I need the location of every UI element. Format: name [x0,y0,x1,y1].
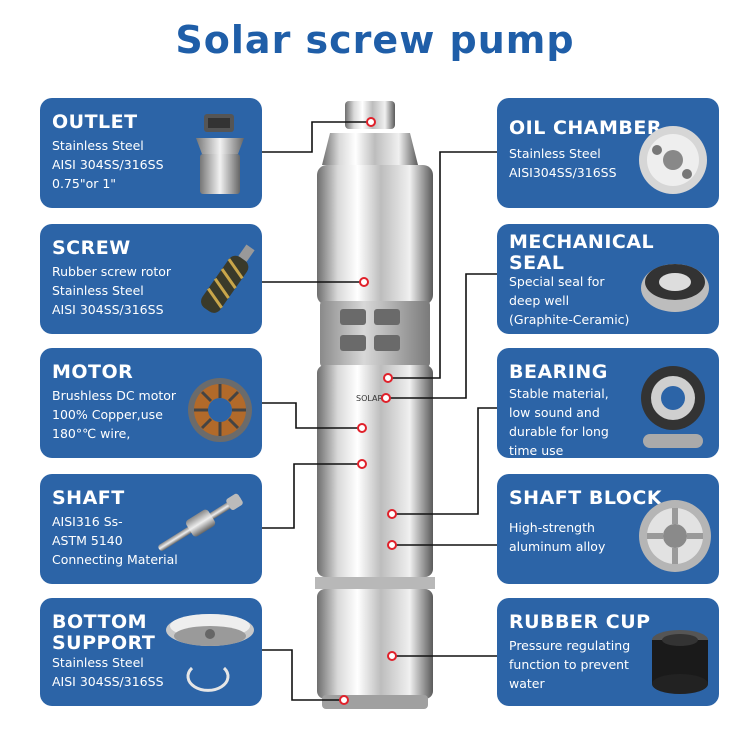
card-description: AISI316 Ss- ASTM 5140 Connecting Materia… [52,514,178,567]
card-title: SCREW [52,237,131,259]
marker-bottom-support [339,695,349,705]
card-mechanical-seal: MECHANICAL SEAL Special seal for deep we… [497,224,719,334]
card-description: Pressure regulating function to prevent … [509,638,631,691]
marker-rubber-cup [387,651,397,661]
card-shaft-block: SHAFT BLOCK High-strength aluminum alloy [497,474,719,584]
card-rubber-cup: RUBBER CUP Pressure regulating function … [497,598,719,706]
outlet-fitting-icon [196,114,244,194]
marker-shaft-block [387,540,397,550]
bearing-icon [641,366,705,448]
oil-chamber-icon [639,126,707,194]
page-title: Solar screw pump [175,18,575,62]
card-description: Special seal for deep well (Graphite-Cer… [509,274,630,327]
card-description: Stable material, low sound and durable f… [509,386,609,458]
card-title: SHAFT [52,487,125,509]
card-title: SHAFT BLOCK [509,487,663,509]
mechanical-seal-icon [641,264,709,312]
card-title: OUTLET [52,111,138,133]
card-title: RUBBER CUP [509,611,651,633]
marker-screw [359,277,369,287]
card-description: Stainless Steel AISI304SS/316SS [509,146,617,180]
card-shaft: SHAFT AISI316 Ss- ASTM 5140 Connecting M… [40,474,262,584]
bottom-support-icon [166,614,254,692]
card-description: Stainless Steel AISI 304SS/316SS [52,655,164,689]
card-motor: MOTOR Brushless DC motor 100% Copper,use… [40,348,262,458]
screw-rotor-icon [201,244,255,313]
card-title: MOTOR [52,361,134,383]
shaft-icon [158,493,243,551]
card-oil-chamber: OIL CHAMBER Stainless Steel AISI304SS/31… [497,98,719,208]
card-screw: SCREW Rubber screw rotor Stainless Steel… [40,224,262,334]
card-outlet: OUTLET Stainless Steel AISI 304SS/316SS … [40,98,262,208]
marker-oil-chamber [383,373,393,383]
card-bottom-support: BOTTOM SUPPORT Stainless Steel AISI 304S… [40,598,262,706]
card-title: BOTTOM SUPPORT [52,611,156,654]
card-bearing: BEARING Stable material, low sound and d… [497,348,719,458]
marker-mechanical-seal [381,393,391,403]
card-description: Stainless Steel AISI 304SS/316SS 0.75"or… [52,138,164,191]
rubber-cup-icon [652,630,708,694]
card-title: BEARING [509,361,608,383]
card-title: MECHANICAL SEAL [509,231,655,274]
card-description: Rubber screw rotor Stainless Steel AISI … [52,264,172,317]
marker-motor [357,423,367,433]
card-title: OIL CHAMBER [509,117,662,139]
pump-label: SOLAR [356,394,383,403]
pump-illustration: SOLAR [315,101,435,709]
marker-outlet [366,117,376,127]
marker-bearing [387,509,397,519]
shaft-block-icon [639,500,711,572]
card-description: Brushless DC motor 100% Copper,use 180°℃… [52,388,177,441]
motor-stator-icon [188,378,252,442]
marker-shaft [357,459,367,469]
card-description: High-strength aluminum alloy [509,520,606,554]
